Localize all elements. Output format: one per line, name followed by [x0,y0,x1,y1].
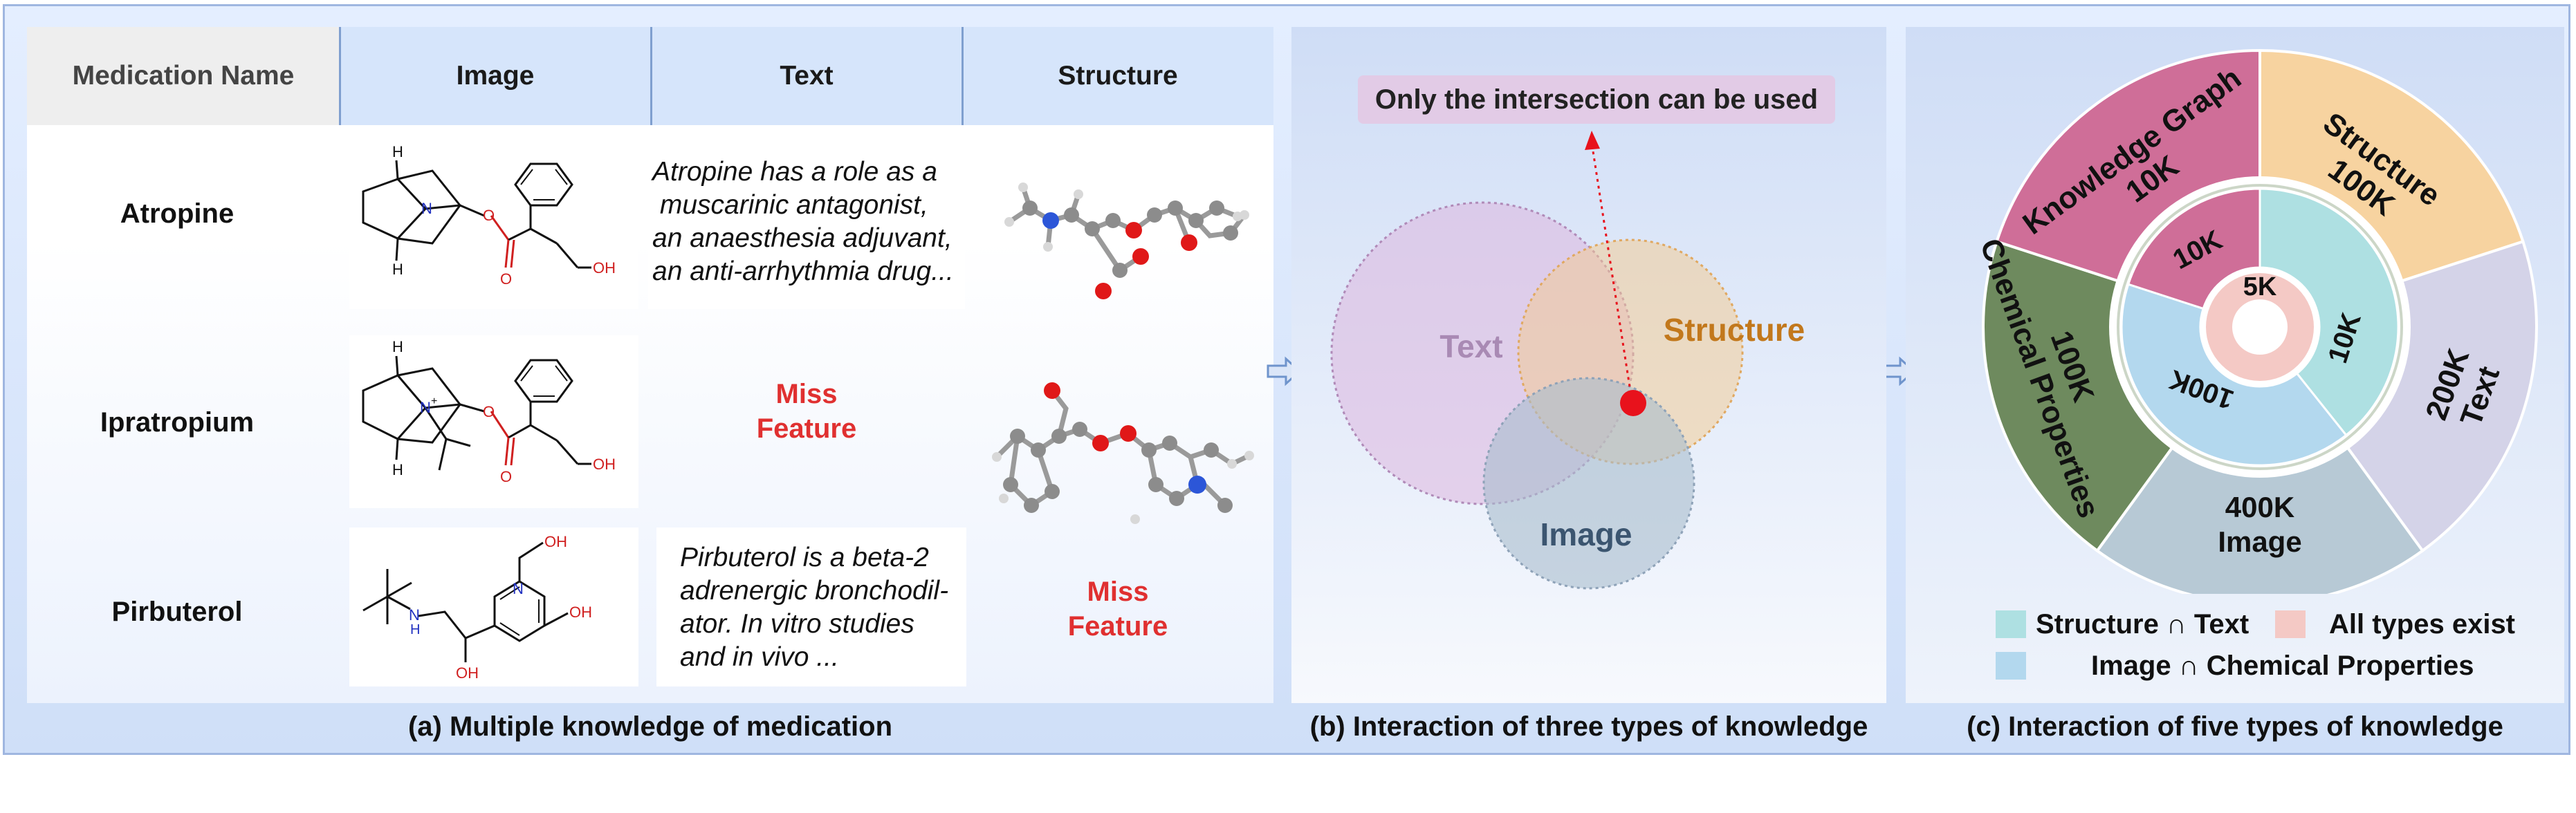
donut-hole [2232,299,2288,355]
header-text: Text [651,27,962,125]
divider [339,27,341,125]
text-line: Atropine has a role as a [652,157,937,187]
legend-swatch [2275,610,2306,638]
missing-feature-text: Miss Feature [651,377,962,446]
venn-diagram: Only the intersection can be used Text S… [1330,75,1835,590]
atom-label: OH [569,604,592,621]
atom-label: OH [593,259,616,277]
text-line: adrenergic bronchodil- [680,576,949,606]
atom-label: OH [544,533,567,550]
inner-label: 5K [2243,272,2277,301]
table-body: Atropine Ipratropium Pirbuterol [27,125,1273,703]
atom-label: N [421,200,432,217]
text-line: ator. In vitro studies [680,609,914,639]
atom-label: H [392,461,403,478]
atom-label: N [409,606,420,624]
text-line: muscarinic antagonist, [652,190,928,220]
miss-line: Feature [756,413,857,444]
text-line: and in vivo ... [680,642,839,672]
set-label-image: Image [1540,516,1632,552]
drug-name-ipratropium: Ipratropium [100,407,255,438]
caption-c: (c) Interaction of five types of knowled… [1967,711,2503,742]
pirbuterol-2d-structure: N H OH OH OH N [349,527,638,686]
ipratropium-2d-structure: H N + H O O OH [349,335,638,508]
legend-label: All types exist [2329,609,2516,639]
pointer-arrowhead [1585,131,1600,150]
text-line: an anaesthesia adjuvant, [652,223,953,253]
figure-frame: Medication Name Image Text Structure Atr… [3,4,2570,755]
panel-medication-knowledge: Medication Name Image Text Structure Atr… [27,27,1273,703]
atom-label: H [392,143,403,160]
miss-line: Feature [1067,611,1168,642]
caption-b: (b) Interaction of three types of knowle… [1309,711,1868,742]
atom-label: OH [456,664,479,682]
divider [962,27,964,125]
venn-image-set [1482,377,1695,590]
intersection-dot [1620,390,1646,416]
atropine-text-cell: Atropine has a role as a muscarinic anta… [648,143,965,309]
miss-line: Miss [775,379,838,409]
drug-name-pirbuterol: Pirbuterol [111,597,243,627]
atom-label: H [392,261,403,278]
drug-name-atropine: Atropine [120,198,234,229]
banner [1358,75,1835,124]
legend-swatch [1996,652,2026,680]
legend-swatch [1996,610,2026,638]
legend-label: Structure ∩ Text [2036,609,2250,639]
charge-label: + [431,395,437,407]
header-structure: Structure [962,27,1273,125]
atom-label: N [513,580,524,597]
atropine-3d-structure [1004,183,1249,299]
banner-text: Only the intersection can be used [1375,84,1818,115]
ipratropium-3d-structure [992,382,1254,524]
caption-a: (a) Multiple knowledge of medication [407,711,893,742]
atom-label: O [500,468,512,485]
set-label-text: Text [1439,328,1502,364]
seg-label-line: Image [2218,525,2301,558]
atom-label: H [410,622,420,637]
seg-label-line: 400K [2225,491,2294,523]
atropine-2d-structure: H N H O O OH [349,143,638,309]
atom-label: N [420,399,431,416]
atom-label: H [392,338,403,355]
missing-feature-structure: Miss Feature [962,574,1273,644]
pirbuterol-text-cell: Pirbuterol is a beta-2 adrenergic bronch… [656,527,966,686]
atropine-description: Atropine has a role as a muscarinic anta… [652,156,954,288]
header-image: Image [340,27,651,125]
segment-kg-10k [2126,187,2261,310]
header-medication-name: Medication Name [27,27,340,125]
atom-label: O [483,403,495,420]
pirbuterol-description: Pirbuterol is a beta-2 adrenergic bronch… [680,541,957,674]
divider [650,27,652,125]
text-line: Pirbuterol is a beta-2 [680,543,929,572]
legend-label: Image ∩ Chemical Properties [2091,651,2474,681]
miss-line: Miss [1087,577,1149,607]
atom-label: OH [593,456,616,473]
panel-three-knowledge: Only the intersection can be used Text S… [1291,27,1886,703]
atom-label: O [483,207,495,224]
atom-label: O [500,270,512,288]
text-line: an anti-arrhythmia drug... [652,256,954,286]
set-label-structure: Structure [1664,312,1805,348]
pointer-line [1592,151,1633,401]
